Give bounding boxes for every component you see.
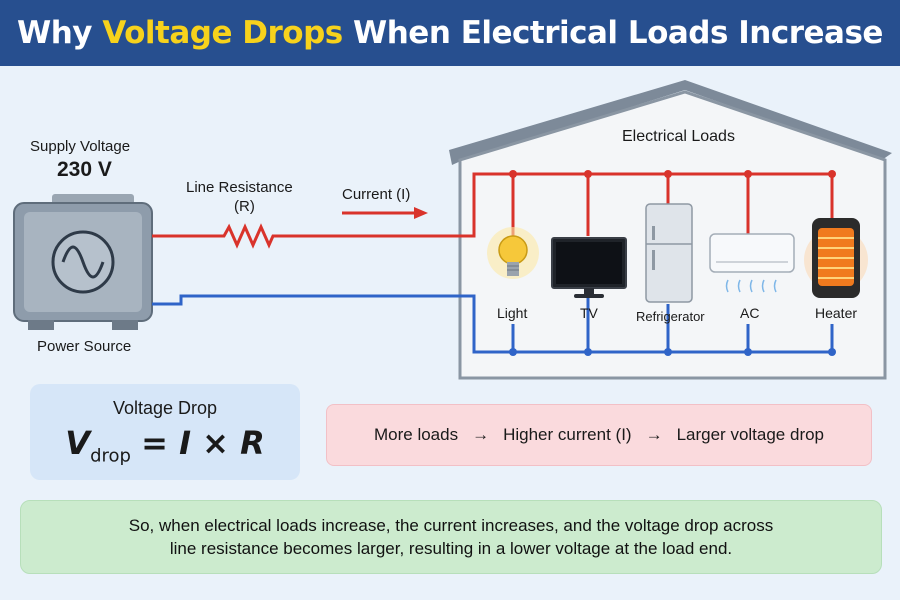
ac-icon xyxy=(709,233,795,293)
light-bulb-icon xyxy=(487,227,539,279)
power-source-icon xyxy=(13,194,153,330)
supply-voltage-value: 230 V xyxy=(57,158,112,181)
load-label-ac: AC xyxy=(740,305,760,321)
junction-dots xyxy=(509,170,836,178)
current-arrow-icon xyxy=(414,207,428,219)
flow-step-more-loads: More loads xyxy=(373,425,459,444)
tv-icon xyxy=(551,237,627,298)
summary-line-1: So, when electrical loads increase, the … xyxy=(128,516,774,535)
flow-step-larger-drop: Larger voltage drop xyxy=(676,425,825,444)
power-source-label: Power Source xyxy=(37,338,132,355)
title-highlight: Voltage Drops xyxy=(102,15,343,51)
line-resistance-label: Line Resistance xyxy=(186,179,293,196)
load-label-heater: Heater xyxy=(815,305,858,321)
voltage-drop-equation: Vdrop = I × R xyxy=(65,424,265,467)
page-title: Why Voltage Drops When Electrical Loads … xyxy=(17,15,883,51)
load-label-refrigerator: Refrigerator xyxy=(636,309,705,324)
live-wire xyxy=(152,172,834,249)
arrow-right-icon: → xyxy=(645,425,663,444)
neutral-wire xyxy=(152,294,834,354)
load-label-tv: TV xyxy=(580,305,598,321)
summary-line-2: line resistance becomes larger, resultin… xyxy=(169,539,733,558)
current-label: Current (I) xyxy=(342,186,411,203)
arrow-right-icon: → xyxy=(472,425,490,444)
summary-box: So, when electrical loads increase, the … xyxy=(20,500,882,574)
resistance-symbol-label: (R) xyxy=(234,198,255,215)
voltage-drop-box: Voltage Drop Vdrop = I × R xyxy=(30,384,300,480)
heater-icon xyxy=(804,218,868,298)
flow-step-higher-current: Higher current (I) xyxy=(503,425,632,444)
supply-voltage-label: Supply Voltage xyxy=(30,138,131,155)
refrigerator-icon xyxy=(645,203,693,303)
voltage-drop-title: Voltage Drop xyxy=(112,398,218,418)
title-bar: Why Voltage Drops When Electrical Loads … xyxy=(0,0,900,66)
circuit-diagram xyxy=(13,80,892,380)
load-label-light: Light xyxy=(497,305,528,321)
cause-effect-box: More loads → Higher current (I) → Larger… xyxy=(326,404,872,466)
house-title: Electrical Loads xyxy=(622,128,735,145)
